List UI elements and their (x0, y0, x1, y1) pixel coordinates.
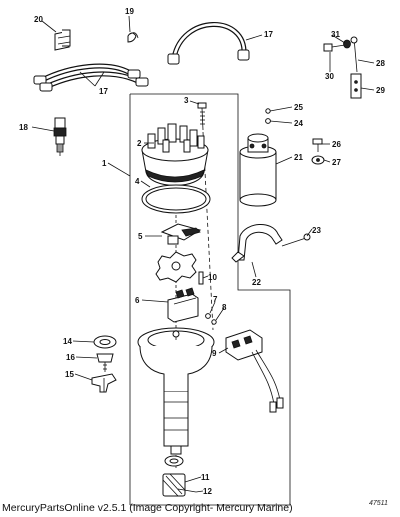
assembly-outline (129, 93, 291, 506)
callout-30: 30 (325, 72, 334, 81)
ignition-coil-part (239, 133, 277, 207)
coil-washer-part (311, 155, 325, 165)
callout-17-top: 17 (264, 30, 273, 39)
hold-down-bolt-part (96, 353, 114, 372)
module-part (167, 287, 199, 323)
callout-8: 8 (222, 303, 227, 312)
rotor-part (160, 223, 202, 245)
callout-27: 27 (332, 158, 341, 167)
terminal-nuts (265, 108, 271, 124)
wire-clip-part (54, 29, 71, 51)
cap-screw-part (197, 102, 207, 131)
callout-16: 16 (66, 353, 75, 362)
callout-18: 18 (19, 123, 28, 132)
small-screws (205, 313, 217, 325)
drive-gear-part (162, 473, 186, 497)
callout-17-left: 17 (99, 87, 108, 96)
coil-bracket-part (231, 224, 283, 263)
screw-part (323, 43, 346, 52)
ignition-module-part (225, 329, 284, 413)
callout-1: 1 (102, 159, 107, 168)
callout-29: 29 (376, 86, 385, 95)
callout-2: 2 (137, 139, 142, 148)
roll-pin-part (198, 271, 204, 285)
lock-washer-part (343, 39, 351, 49)
callout-9: 9 (212, 349, 217, 358)
callout-22: 22 (252, 278, 261, 287)
callout-4: 4 (135, 177, 140, 186)
callout-labels: 20 19 17 17 18 1 2 3 4 5 10 6 7 8 9 11 1… (19, 7, 385, 496)
callout-3: 3 (184, 96, 189, 105)
callout-12: 12 (203, 487, 212, 496)
clamp-part (91, 373, 117, 393)
callout-24: 24 (294, 119, 303, 128)
callout-7: 7 (213, 295, 218, 304)
callout-15: 15 (65, 370, 74, 379)
callout-10: 10 (208, 273, 217, 282)
clip-part (127, 32, 139, 43)
strap-part (350, 36, 358, 73)
callout-6: 6 (135, 296, 140, 305)
figure-number: 47511 (369, 500, 388, 507)
coil-screw-part (312, 138, 323, 152)
callout-5: 5 (138, 232, 143, 241)
strap-clip-part (350, 73, 362, 99)
distributor-housing-part (137, 327, 215, 455)
callout-20: 20 (34, 15, 43, 24)
leader-lines (31, 15, 375, 493)
washer-part (93, 335, 117, 349)
callout-25: 25 (294, 103, 303, 112)
callout-26: 26 (332, 140, 341, 149)
spark-plug-part (53, 117, 67, 156)
coil-wire-top (167, 22, 250, 65)
distributor-cap-part (141, 123, 209, 186)
reluctor-part (155, 251, 197, 283)
callout-23: 23 (312, 226, 321, 235)
callout-28: 28 (376, 59, 385, 68)
callout-31: 31 (331, 30, 340, 39)
bracket-bolt-part (281, 233, 311, 247)
thrust-washer-part (164, 455, 184, 467)
gasket-part (141, 184, 211, 214)
callout-19: 19 (125, 7, 134, 16)
spark-plug-wires (33, 63, 149, 92)
callout-14: 14 (63, 337, 72, 346)
copyright-footer: MercuryPartsOnline v2.5.1 (Image Copyrig… (2, 502, 293, 514)
callout-21: 21 (294, 153, 303, 162)
callout-11: 11 (201, 473, 210, 482)
gear-pin-part (177, 488, 197, 493)
